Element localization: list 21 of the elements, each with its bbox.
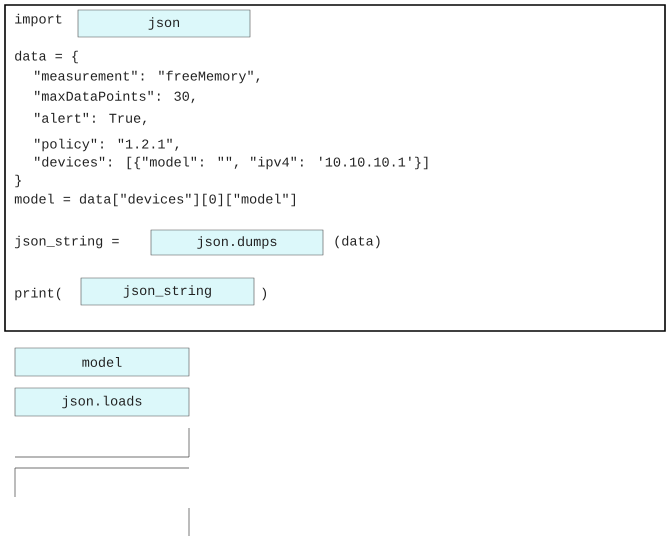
code-panel — [4, 4, 666, 332]
empty-answer-box — [14, 468, 190, 498]
code-text: "alert": True, — [35, 112, 146, 126]
answer-box: json.loads — [14, 388, 190, 416]
code-text: "maxDataPoints": 30, — [35, 90, 194, 104]
answer-box: json — [78, 10, 250, 38]
empty-answer-box — [14, 428, 190, 458]
code-text: ) — [262, 288, 266, 300]
code-text: print( — [15, 288, 61, 300]
code-text: import — [15, 14, 62, 26]
answer-box: model — [14, 348, 190, 376]
code-text: data = { — [15, 50, 78, 64]
code-text: "devices": [{"model": "", "ipv4": '10.10.10.1'}] — [35, 156, 428, 170]
code-text: (data) — [335, 236, 380, 248]
code-text: model = data["devices"][0]["model"] — [14, 194, 295, 206]
answer-box: json_string — [80, 278, 254, 306]
answer-box: json.dumps — [150, 230, 324, 256]
code-text: "policy": "1.2.1", — [35, 138, 178, 152]
code-text: json_string = — [14, 236, 119, 248]
code-text: "measurement": "freeMemory", — [35, 70, 260, 84]
code-text: } — [15, 174, 21, 188]
